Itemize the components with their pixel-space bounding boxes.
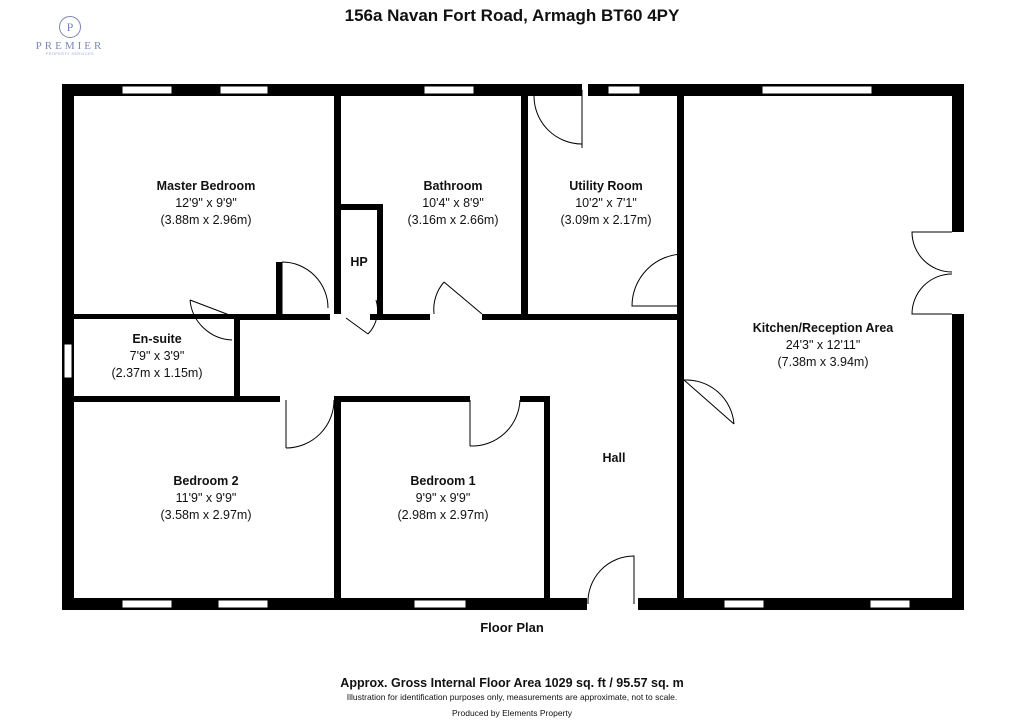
room-imperial: 24'3" x 12'11" <box>785 338 861 352</box>
wall-ensuite-top <box>74 314 234 319</box>
wall-kitchen <box>677 96 684 610</box>
logo-emblem-icon: P <box>59 16 81 38</box>
patio-door-left-leaf <box>911 231 953 273</box>
wall-hall-top-left <box>240 314 330 320</box>
wall-bedroom2-bedroom1 <box>334 396 341 610</box>
window-kitchen-bottom-1 <box>723 599 765 609</box>
door-hp <box>345 299 379 335</box>
patio-door-opening <box>950 232 966 314</box>
door-bathroom <box>433 281 483 315</box>
wall-master-door-jamb <box>276 262 282 314</box>
room-imperial: 11'9" x 9'9" <box>175 491 237 505</box>
window-bedroom1 <box>413 599 467 609</box>
room-metric: (3.16m x 2.66m) <box>407 213 499 227</box>
window-kitchen-top <box>761 85 873 95</box>
door-front <box>587 555 635 605</box>
wall-hp-top <box>341 204 383 210</box>
door-utility-external <box>533 90 583 148</box>
floor-area: Approx. Gross Internal Floor Area 1029 s… <box>340 676 684 690</box>
produced-by: Produced by Elements Property <box>451 708 572 718</box>
room-bedroom-1: Bedroom 1 9'9" x 9'9" (2.98m x 2.97m) <box>363 473 523 524</box>
page-title: 156a Navan Fort Road, Armagh BT60 4PY <box>344 6 680 25</box>
room-imperial: 7'9" x 3'9" <box>129 349 185 363</box>
window-bathroom <box>423 85 475 95</box>
room-metric: (3.88m x 2.96m) <box>160 213 252 227</box>
window-bedroom2-2 <box>217 599 269 609</box>
room-imperial: 10'4" x 8'9" <box>422 196 484 210</box>
door-ensuite <box>189 299 233 341</box>
outer-wall-right <box>952 84 964 610</box>
wall-bedroom1-top <box>334 396 470 402</box>
room-utility: Utility Room 10'2" x 7'1" (3.09m x 2.17m… <box>531 178 681 229</box>
room-name: En-suite <box>132 332 182 346</box>
door-openings <box>950 232 966 314</box>
room-en-suite: En-suite 7'9" x 3'9" (2.37m x 1.15m) <box>82 331 232 382</box>
room-bathroom: Bathroom 10'4" x 8'9" (3.16m x 2.66m) <box>373 178 533 229</box>
room-name: Master Bedroom <box>156 179 256 193</box>
door-hall-kitchen <box>683 379 735 425</box>
window-bedroom2-1 <box>121 599 173 609</box>
room-name: Bathroom <box>423 179 483 193</box>
logo-subtitle: PROPERTY SERVICES <box>46 52 94 56</box>
room-name: Utility Room <box>569 179 643 193</box>
window-kitchen-bottom-2 <box>869 599 911 609</box>
room-metric: (2.37m x 1.15m) <box>111 366 203 380</box>
room-bedroom-2: Bedroom 2 11'9" x 9'9" (3.58m x 2.97m) <box>116 473 296 524</box>
wall-bedroom2-top <box>74 396 280 402</box>
room-metric: (2.98m x 2.97m) <box>397 508 489 522</box>
room-imperial: 10'2" x 7'1" <box>575 196 637 210</box>
wall-bedroom1-hall <box>544 396 550 610</box>
room-name: Bedroom 2 <box>173 474 239 488</box>
room-hp: HP <box>341 254 377 271</box>
window-master-2 <box>219 85 269 95</box>
logo-wordmark: PREMIER <box>35 40 105 52</box>
wall-hall-top-right <box>482 314 684 320</box>
door-utility-kitchen <box>631 253 685 307</box>
room-metric: (3.58m x 2.97m) <box>160 508 252 522</box>
door-bedroom2 <box>285 399 335 449</box>
premier-logo: P PREMIER PROPERTY SERVICES <box>28 16 112 56</box>
wall-bedroom1-top-right <box>520 396 550 402</box>
door-swings <box>189 90 953 605</box>
wall-hp-right <box>377 204 383 314</box>
window-master-1 <box>121 85 173 95</box>
disclaimer: Illustration for identification purposes… <box>346 692 678 702</box>
room-master-bedroom: Master Bedroom 12'9" x 9'9" (3.88m x 2.9… <box>116 178 296 229</box>
room-metric: (3.09m x 2.17m) <box>560 213 652 227</box>
outer-wall-bottom-right <box>638 598 964 610</box>
floor-plan-caption: Floor Plan <box>480 620 544 635</box>
windows <box>63 85 911 609</box>
wall-ensuite-right <box>234 314 240 400</box>
room-metric: (7.38m x 3.94m) <box>777 355 869 369</box>
window-utility <box>607 85 641 95</box>
wall-bathroom-utility <box>521 96 528 314</box>
room-hall: Hall <box>584 450 644 467</box>
patio-door-right-leaf <box>911 273 953 315</box>
room-imperial: 12'9" x 9'9" <box>175 196 237 210</box>
wall-hall-top-mid <box>370 314 430 320</box>
room-kitchen: Kitchen/Reception Area 24'3" x 12'11" (7… <box>728 320 918 371</box>
room-name: Bedroom 1 <box>410 474 476 488</box>
window-ensuite <box>63 343 73 379</box>
room-name: Hall <box>602 451 626 465</box>
door-bedroom1 <box>469 399 521 447</box>
wall-master-bathroom <box>334 96 341 314</box>
door-master-bedroom <box>281 261 329 314</box>
room-imperial: 9'9" x 9'9" <box>415 491 471 505</box>
room-name: HP <box>350 255 368 269</box>
room-name: Kitchen/Reception Area <box>752 321 894 335</box>
